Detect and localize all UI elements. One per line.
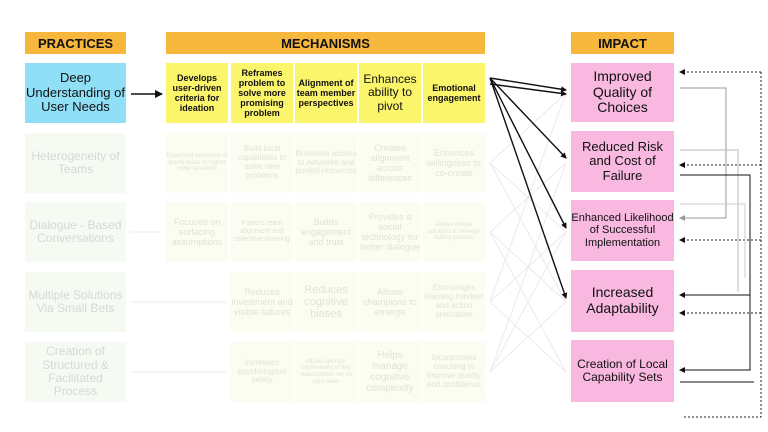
impact-successful-implementation: Enhanced Likelihood of Successful Implem…	[571, 200, 674, 261]
header-practices: PRACTICES	[25, 32, 126, 54]
practice-deep-understanding: Deep Understanding of User Needs	[25, 63, 126, 123]
mechanism-faded: Builds engagement and trust	[295, 202, 357, 262]
mechanism-faded: Expanded repertoire of teams leads to hi…	[166, 133, 228, 193]
header-impact: IMPACT	[571, 32, 674, 54]
practice-heterogeneity: Heterogeneity of Teams	[25, 133, 126, 193]
mechanism-faded: Broadens access to networks and pooled r…	[295, 133, 357, 193]
mechanism-user-driven-criteria: Develops user-driven criteria for ideati…	[166, 63, 228, 123]
mechanism-faded: Increases psychological safety	[231, 342, 293, 402]
mechanism-faded: Incorporates coaching to improve quality…	[423, 342, 485, 402]
mechanism-faded: Reduces investment and visible failures	[231, 272, 293, 332]
mechanism-emotional-engagement: Emotional engagement	[423, 63, 485, 123]
header-mechanisms: MECHANISMS	[166, 32, 485, 54]
faded-connectors	[131, 92, 567, 373]
practice-small-bets: Multiple Solutions Via Small Bets	[25, 272, 126, 332]
practice-dialogue: Dialogue - Based Conversations	[25, 202, 126, 262]
mechanism-faded: Creates alignment across differences	[359, 133, 421, 193]
impact-increased-adaptability: Increased Adaptability	[571, 270, 674, 332]
mechanism-faded: Enhances willingness to co-create	[423, 133, 485, 193]
mechanism-faded: Reduces cognitive biases	[295, 272, 357, 332]
mechanism-faded: Build local capabilities to solve new pr…	[231, 133, 293, 193]
impact-local-capability-sets: Creation of Local Capability Sets	[571, 340, 674, 402]
mechanism-to-impact-arrows	[489, 77, 568, 299]
mechanism-faded: Encourages learning mindset and action o…	[423, 272, 485, 332]
mechanism-faded: Helps manage cognitive complexity	[359, 342, 421, 402]
mechanism-faded: Allows sponsor involvement of key stakeh…	[295, 342, 357, 402]
mechanism-faded: Fosters team alignment and collective le…	[231, 202, 293, 262]
mechanism-reframes-problem: Reframes problem to solve more promising…	[231, 63, 293, 123]
mechanism-faded: Provides a social technology for better …	[359, 202, 421, 262]
impact-improved-quality: Improved Quality of Choices	[571, 63, 674, 122]
mechanism-team-alignment: Alignment of team member perspectives	[295, 63, 357, 123]
mechanism-faded: Allows champions to emerge	[359, 272, 421, 332]
practice-structured-process: Creation of Structured & Facilitated Pro…	[25, 342, 126, 402]
mechanism-faded: Allows unique solutions to emerge during…	[423, 202, 485, 262]
mechanism-faded: Focuses on surfacing assumptions	[166, 202, 228, 262]
mechanism-ability-to-pivot: Enhances ability to pivot	[359, 63, 421, 123]
feedback-loops	[679, 69, 762, 418]
impact-reduced-risk: Reduced Risk and Cost of Failure	[571, 131, 674, 192]
